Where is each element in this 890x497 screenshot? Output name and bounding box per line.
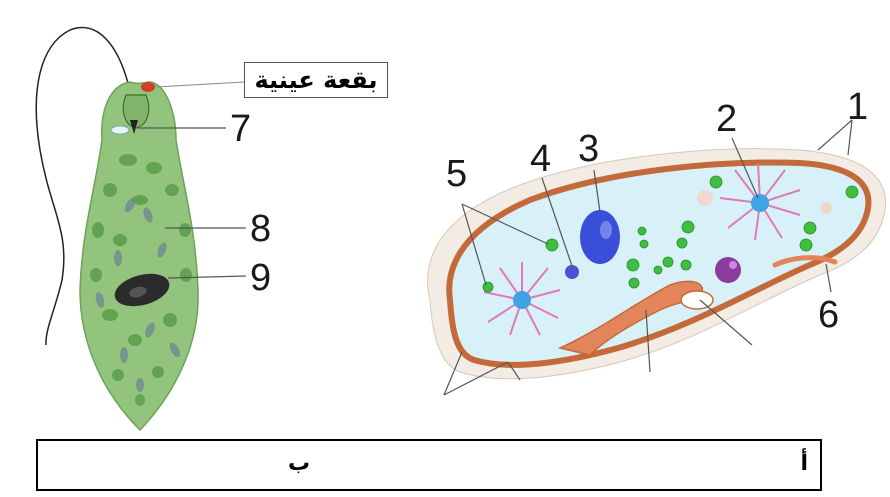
answer-label-a: أ [800, 451, 808, 476]
paramecium-food-vacuole-purple [715, 257, 741, 283]
euglena-organism [35, 26, 247, 432]
answer-label-b: ب [288, 451, 311, 476]
label-number-4: 4 [530, 138, 552, 180]
paramecium-micronucleus [565, 265, 579, 279]
euglena-flagellum [35, 26, 133, 346]
paramecium-macronucleus [580, 210, 620, 264]
euglena-nucleolus [129, 286, 147, 298]
pointer-eyespot [155, 81, 245, 88]
label-number-3: 3 [578, 128, 600, 170]
paramecium-contractile-vacuole-left [483, 262, 561, 336]
euglena-body [79, 81, 199, 432]
euglena-paramylon [95, 197, 181, 392]
paramecium-anal-pore [772, 255, 838, 268]
euglena-reservoir [122, 94, 150, 129]
euglena-chloroplasts [90, 154, 192, 406]
paramecium-pointers [443, 119, 853, 396]
euglena-eyespot [141, 82, 155, 92]
label-number-8: 8 [250, 208, 272, 250]
label-number-2: 2 [716, 98, 738, 140]
label-number-7: 7 [230, 108, 252, 150]
paramecium-organism [427, 119, 887, 396]
paramecium-food-vacuole-forming [680, 290, 714, 310]
paramecium-food-vacuoles [482, 175, 859, 293]
label-number-1: 1 [847, 86, 869, 128]
eyespot-label: بقعة عينية [244, 62, 388, 98]
paramecium-contractile-vacuole-right [719, 162, 801, 241]
euglena-basal-body [130, 120, 138, 134]
label-number-5: 5 [446, 153, 468, 195]
answer-row-box: ب أ [36, 439, 822, 491]
euglena-contractile-vacuole [110, 125, 130, 135]
pointer-9 [167, 275, 247, 279]
label-number-6: 6 [818, 294, 840, 336]
label-number-9: 9 [250, 257, 272, 299]
